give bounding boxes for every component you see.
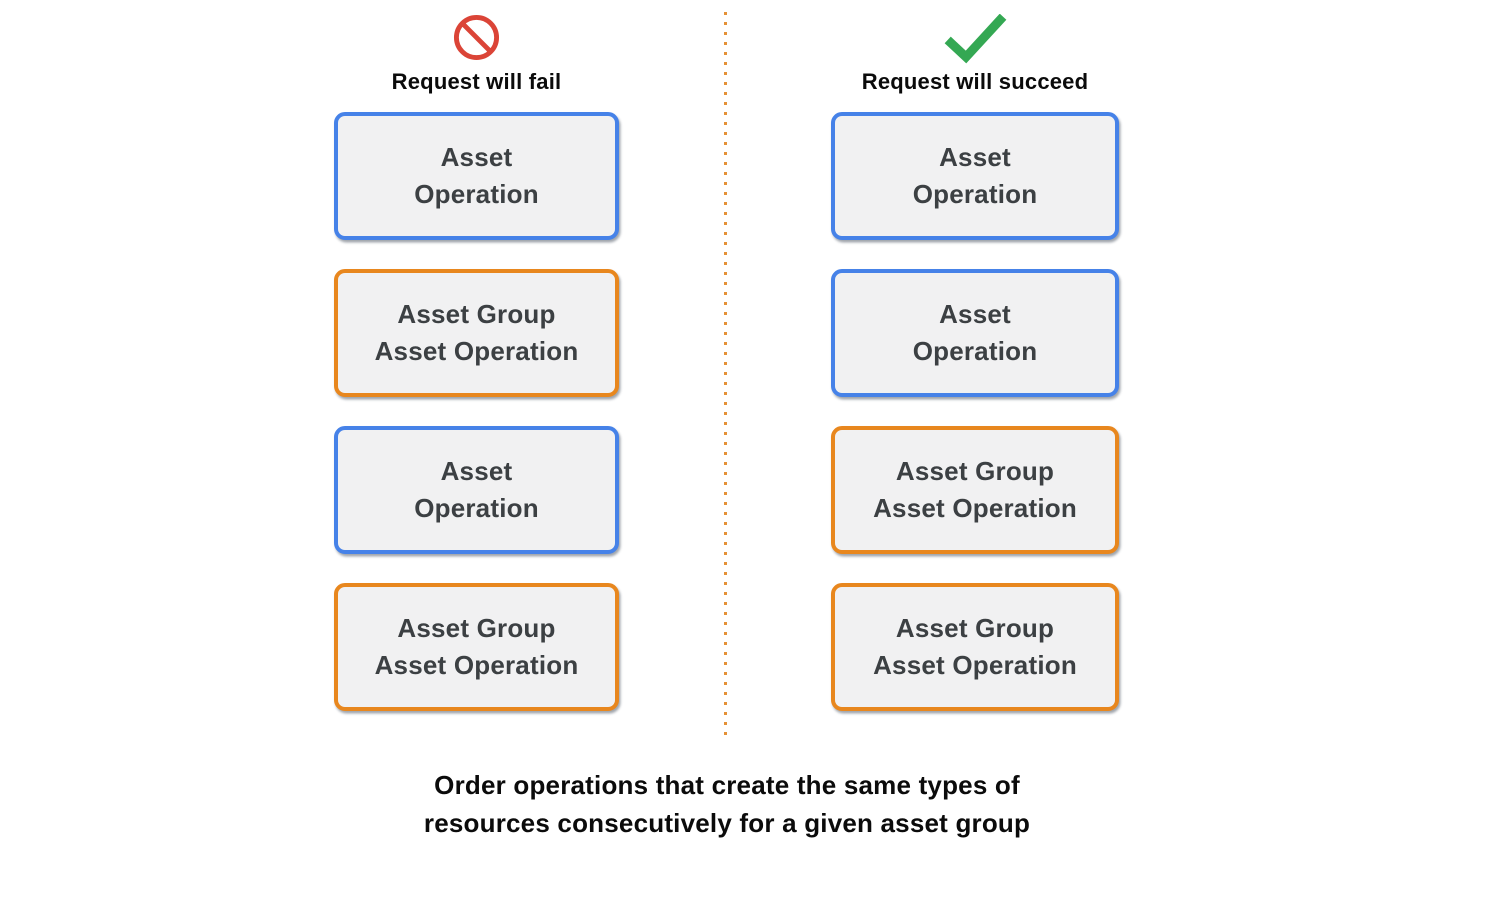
succeed-column-header: Request will succeed	[861, 69, 1089, 94]
fail-box-stack: Asset Operation Asset Group Asset Operat…	[334, 112, 619, 711]
box-label: Asset Group Asset Operation	[374, 299, 579, 366]
box-label: Asset Operation	[414, 142, 539, 209]
box-label: Asset Group Asset Operation	[374, 613, 579, 680]
asset-group-asset-operation-box: Asset Group Asset Operation	[831, 426, 1119, 554]
box-label: Asset Operation	[414, 456, 539, 523]
asset-operation-box: Asset Operation	[334, 426, 619, 554]
box-label: Asset Operation	[912, 299, 1038, 366]
asset-group-asset-operation-box: Asset Group Asset Operation	[334, 269, 619, 397]
diagram-caption: Order operations that create the same ty…	[423, 770, 1031, 838]
box-label: Asset Operation	[912, 142, 1038, 209]
checkmark-icon	[943, 14, 1007, 66]
box-label: Asset Group Asset Operation	[873, 613, 1077, 680]
succeed-column: Request will succeed Asset Operation Ass…	[831, 14, 1119, 711]
fail-column-header: Request will fail	[391, 69, 562, 94]
prohibition-icon	[453, 14, 500, 66]
fail-column: Request will fail Asset Operation Asset …	[334, 14, 619, 711]
asset-operation-box: Asset Operation	[831, 112, 1119, 240]
asset-operation-box: Asset Operation	[334, 112, 619, 240]
asset-group-asset-operation-box: Asset Group Asset Operation	[334, 583, 619, 711]
asset-group-asset-operation-box: Asset Group Asset Operation	[831, 583, 1119, 711]
box-label: Asset Group Asset Operation	[873, 456, 1077, 523]
asset-operation-box: Asset Operation	[831, 269, 1119, 397]
succeed-box-stack: Asset Operation Asset Operation Asset Gr…	[831, 112, 1119, 711]
dotted-column-divider	[724, 12, 727, 740]
